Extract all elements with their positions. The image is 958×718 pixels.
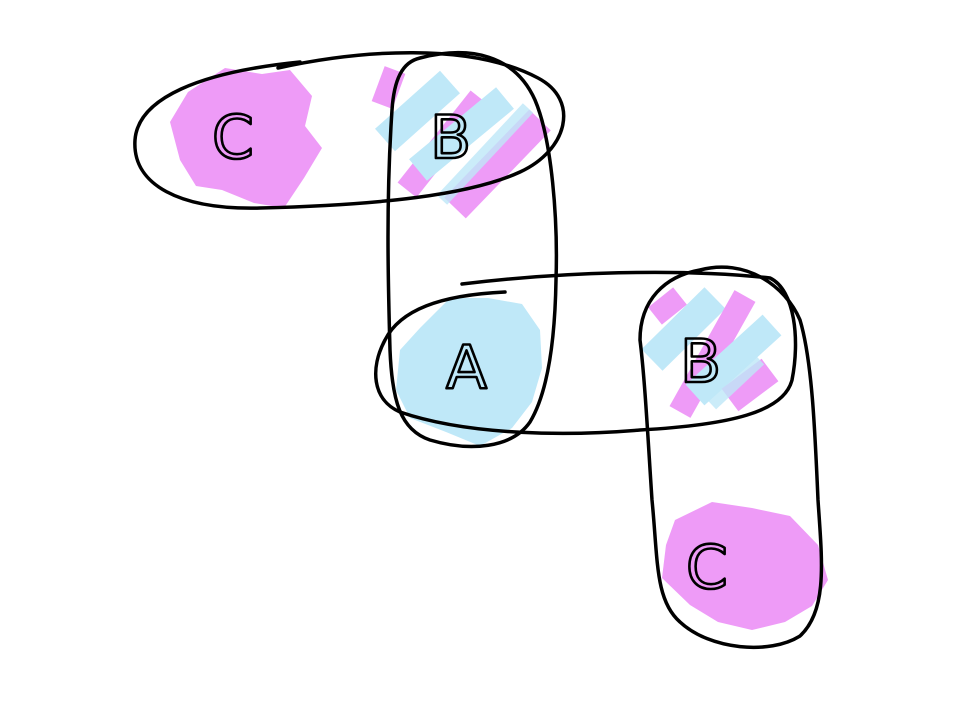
grouping-left-vertical — [386, 51, 559, 449]
c-bottom-fill — [662, 502, 828, 630]
node-label-b-top: B — [430, 103, 471, 173]
a-center-fill — [396, 298, 542, 446]
grouping-middle-horizontal — [373, 270, 798, 436]
b-top-hatch — [371, 66, 551, 219]
node-label-a-center: A — [446, 333, 487, 403]
node-label-c-top: C — [212, 103, 254, 173]
b-right-hatch — [641, 287, 782, 418]
node-label-c-bottom: C — [686, 533, 728, 603]
c-top-fill — [170, 68, 322, 208]
grouping-right-vertical — [638, 265, 824, 650]
grouping-top-horizontal — [133, 51, 566, 210]
node-label-b-right: B — [680, 327, 721, 397]
